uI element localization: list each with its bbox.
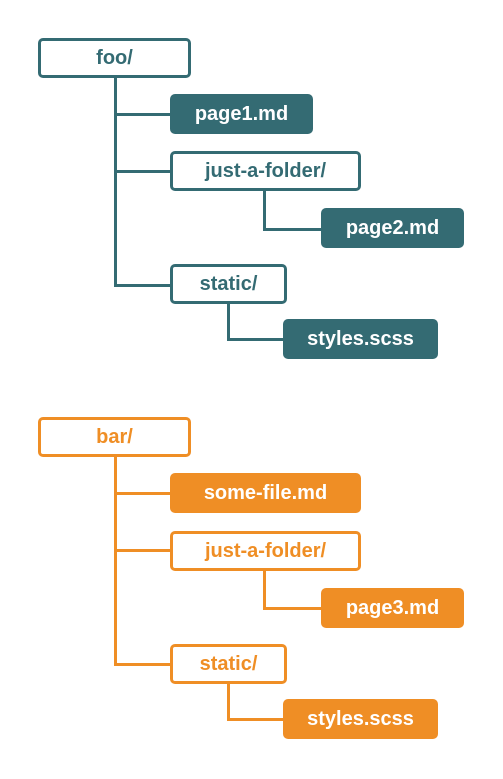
- connector-line: [227, 681, 230, 721]
- connector-line: [114, 284, 172, 287]
- connector-line: [263, 228, 323, 231]
- connector-line: [227, 718, 285, 721]
- connector-line: [114, 170, 172, 173]
- connector-line: [263, 188, 266, 231]
- folder-just-a-folder[interactable]: just-a-folder/: [170, 151, 361, 191]
- connector-line: [114, 492, 172, 495]
- connector-line: [114, 76, 117, 287]
- connector-line: [263, 607, 323, 610]
- connector-line: [114, 455, 117, 666]
- connector-line: [227, 301, 230, 341]
- connector-line: [114, 549, 172, 552]
- file-page2-md[interactable]: page2.md: [321, 208, 464, 248]
- file-page1-md[interactable]: page1.md: [170, 94, 313, 134]
- file-styles-scss[interactable]: styles.scss: [283, 319, 438, 359]
- file-page3-md[interactable]: page3.md: [321, 588, 464, 628]
- connector-line: [114, 113, 172, 116]
- file-styles-scss[interactable]: styles.scss: [283, 699, 438, 739]
- folder-just-a-folder[interactable]: just-a-folder/: [170, 531, 361, 571]
- connector-line: [114, 663, 172, 666]
- connector-line: [227, 338, 285, 341]
- folder-bar-root[interactable]: bar/: [38, 417, 191, 457]
- file-some-file-md[interactable]: some-file.md: [170, 473, 361, 513]
- connector-line: [263, 568, 266, 610]
- folder-static[interactable]: static/: [170, 644, 287, 684]
- folder-foo-root[interactable]: foo/: [38, 38, 191, 78]
- folder-static[interactable]: static/: [170, 264, 287, 304]
